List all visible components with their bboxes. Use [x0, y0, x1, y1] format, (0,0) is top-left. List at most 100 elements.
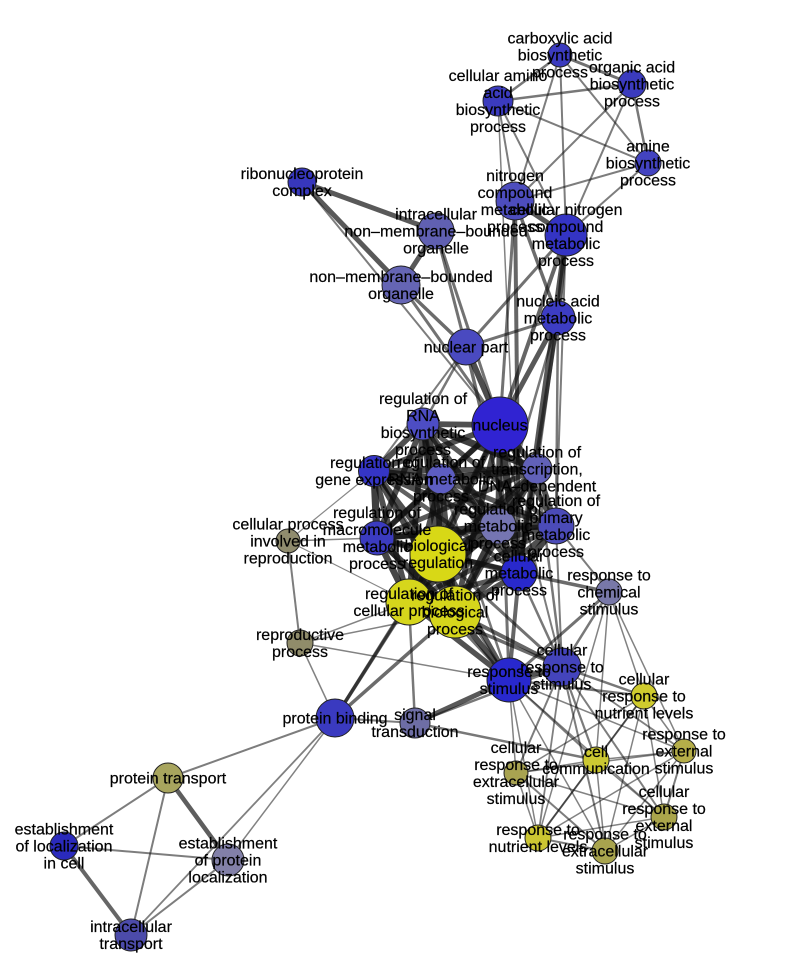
svg-text:process: process: [272, 644, 328, 661]
svg-text:cellular process: cellular process: [232, 517, 343, 534]
svg-text:regulation of: regulation of: [454, 502, 543, 519]
svg-text:extracellular: extracellular: [562, 844, 649, 861]
svg-text:response to: response to: [563, 827, 647, 844]
svg-text:metabolic: metabolic: [524, 311, 592, 328]
svg-text:nitrogen: nitrogen: [486, 168, 544, 185]
svg-text:biosynthetic: biosynthetic: [590, 77, 675, 94]
svg-text:establishment: establishment: [179, 836, 278, 853]
svg-text:localization: localization: [188, 870, 267, 887]
svg-text:process: process: [538, 253, 594, 270]
svg-text:metabolic: metabolic: [522, 527, 590, 544]
svg-text:response to: response to: [520, 660, 604, 677]
svg-text:response to: response to: [474, 757, 558, 774]
svg-text:process: process: [528, 544, 584, 561]
svg-text:process: process: [620, 173, 676, 190]
svg-text:metabolic: metabolic: [532, 236, 600, 253]
svg-text:metabolic: metabolic: [485, 566, 553, 583]
svg-text:response to: response to: [496, 822, 580, 839]
svg-text:non–membrane–bounded: non–membrane–bounded: [344, 224, 527, 241]
svg-text:response to: response to: [602, 689, 686, 706]
svg-text:compound: compound: [478, 185, 553, 202]
svg-text:nucleus: nucleus: [472, 418, 527, 435]
svg-text:regulation of: regulation of: [512, 493, 601, 510]
svg-text:reproductive: reproductive: [256, 627, 344, 644]
svg-text:process: process: [349, 556, 405, 573]
svg-text:in cell: in cell: [44, 856, 85, 873]
svg-text:regulation of: regulation of: [333, 505, 422, 522]
svg-text:process: process: [487, 219, 543, 236]
svg-text:regulation of: regulation of: [379, 391, 468, 408]
svg-text:chemical: chemical: [577, 585, 640, 602]
svg-text:cellular: cellular: [491, 740, 542, 757]
svg-text:amine: amine: [626, 139, 670, 156]
svg-text:signal: signal: [394, 707, 436, 724]
svg-text:external: external: [656, 744, 713, 761]
svg-text:process: process: [530, 328, 586, 345]
svg-text:stimulus: stimulus: [580, 602, 639, 619]
svg-text:intracellular: intracellular: [90, 919, 172, 936]
svg-text:stimulus: stimulus: [635, 835, 694, 852]
svg-text:process: process: [427, 622, 483, 639]
svg-text:cellular: cellular: [639, 784, 690, 801]
svg-text:biological: biological: [405, 538, 472, 555]
svg-text:metabolic: metabolic: [481, 202, 549, 219]
svg-text:primary: primary: [529, 510, 582, 527]
svg-text:process: process: [491, 583, 547, 600]
svg-text:extracellular: extracellular: [473, 774, 560, 791]
svg-text:protein binding: protein binding: [283, 711, 388, 728]
svg-text:regulation of: regulation of: [411, 588, 500, 605]
svg-text:regulation of: regulation of: [397, 455, 486, 472]
svg-text:transport: transport: [99, 936, 163, 953]
svg-text:of localization: of localization: [16, 839, 113, 856]
svg-text:organic acid: organic acid: [589, 60, 675, 77]
svg-text:carboxylic acid: carboxylic acid: [508, 31, 613, 48]
svg-text:external: external: [636, 818, 693, 835]
svg-text:reproduction: reproduction: [244, 551, 333, 568]
svg-text:cellular amino: cellular amino: [449, 68, 548, 85]
svg-text:organelle: organelle: [368, 286, 434, 303]
svg-text:nucleic acid: nucleic acid: [516, 294, 600, 311]
svg-text:regulation: regulation: [403, 555, 473, 572]
svg-text:stimulus: stimulus: [487, 791, 546, 808]
svg-text:response to: response to: [622, 801, 706, 818]
svg-text:acid: acid: [483, 85, 512, 102]
svg-text:process: process: [395, 442, 451, 459]
svg-text:cell: cell: [584, 744, 608, 761]
svg-text:complex: complex: [272, 183, 332, 200]
svg-text:nutrient levels: nutrient levels: [595, 706, 694, 723]
svg-text:RNA: RNA: [406, 408, 440, 425]
svg-text:response to: response to: [467, 664, 551, 681]
svg-text:process: process: [413, 489, 469, 506]
svg-text:ribonucleoprotein: ribonucleoprotein: [241, 166, 364, 183]
svg-text:establishment: establishment: [15, 822, 114, 839]
svg-text:cellular: cellular: [494, 549, 545, 566]
svg-text:stimulus: stimulus: [480, 681, 539, 698]
svg-text:stimulus: stimulus: [655, 761, 714, 778]
svg-text:transcription,: transcription,: [491, 462, 583, 479]
svg-text:macromolecule: macromolecule: [323, 522, 432, 539]
svg-text:regulation of: regulation of: [330, 455, 419, 472]
svg-text:process: process: [470, 119, 526, 136]
svg-text:compound: compound: [529, 219, 604, 236]
svg-text:response to: response to: [567, 568, 651, 585]
svg-text:metabolic: metabolic: [343, 539, 411, 556]
svg-text:regulation of: regulation of: [365, 586, 454, 603]
svg-text:biosynthetic: biosynthetic: [518, 48, 603, 65]
svg-text:process: process: [470, 536, 526, 553]
svg-text:biosynthetic: biosynthetic: [456, 102, 541, 119]
svg-text:transduction: transduction: [371, 724, 458, 741]
svg-text:stimulus: stimulus: [576, 861, 635, 878]
svg-text:organelle: organelle: [403, 241, 469, 258]
svg-text:communication: communication: [542, 761, 650, 778]
svg-text:response to: response to: [642, 727, 726, 744]
svg-text:cellular nitrogen: cellular nitrogen: [510, 202, 623, 219]
svg-text:process: process: [532, 65, 588, 82]
svg-text:gene expression: gene expression: [315, 472, 432, 489]
svg-text:non–membrane–bounded: non–membrane–bounded: [309, 269, 492, 286]
svg-text:of protein: of protein: [195, 853, 262, 870]
svg-text:RNA metabolic: RNA metabolic: [388, 472, 494, 489]
svg-text:biological: biological: [422, 605, 489, 622]
svg-text:cellular: cellular: [537, 643, 588, 660]
svg-text:biosynthetic: biosynthetic: [381, 425, 466, 442]
svg-text:biosynthetic: biosynthetic: [606, 156, 691, 173]
